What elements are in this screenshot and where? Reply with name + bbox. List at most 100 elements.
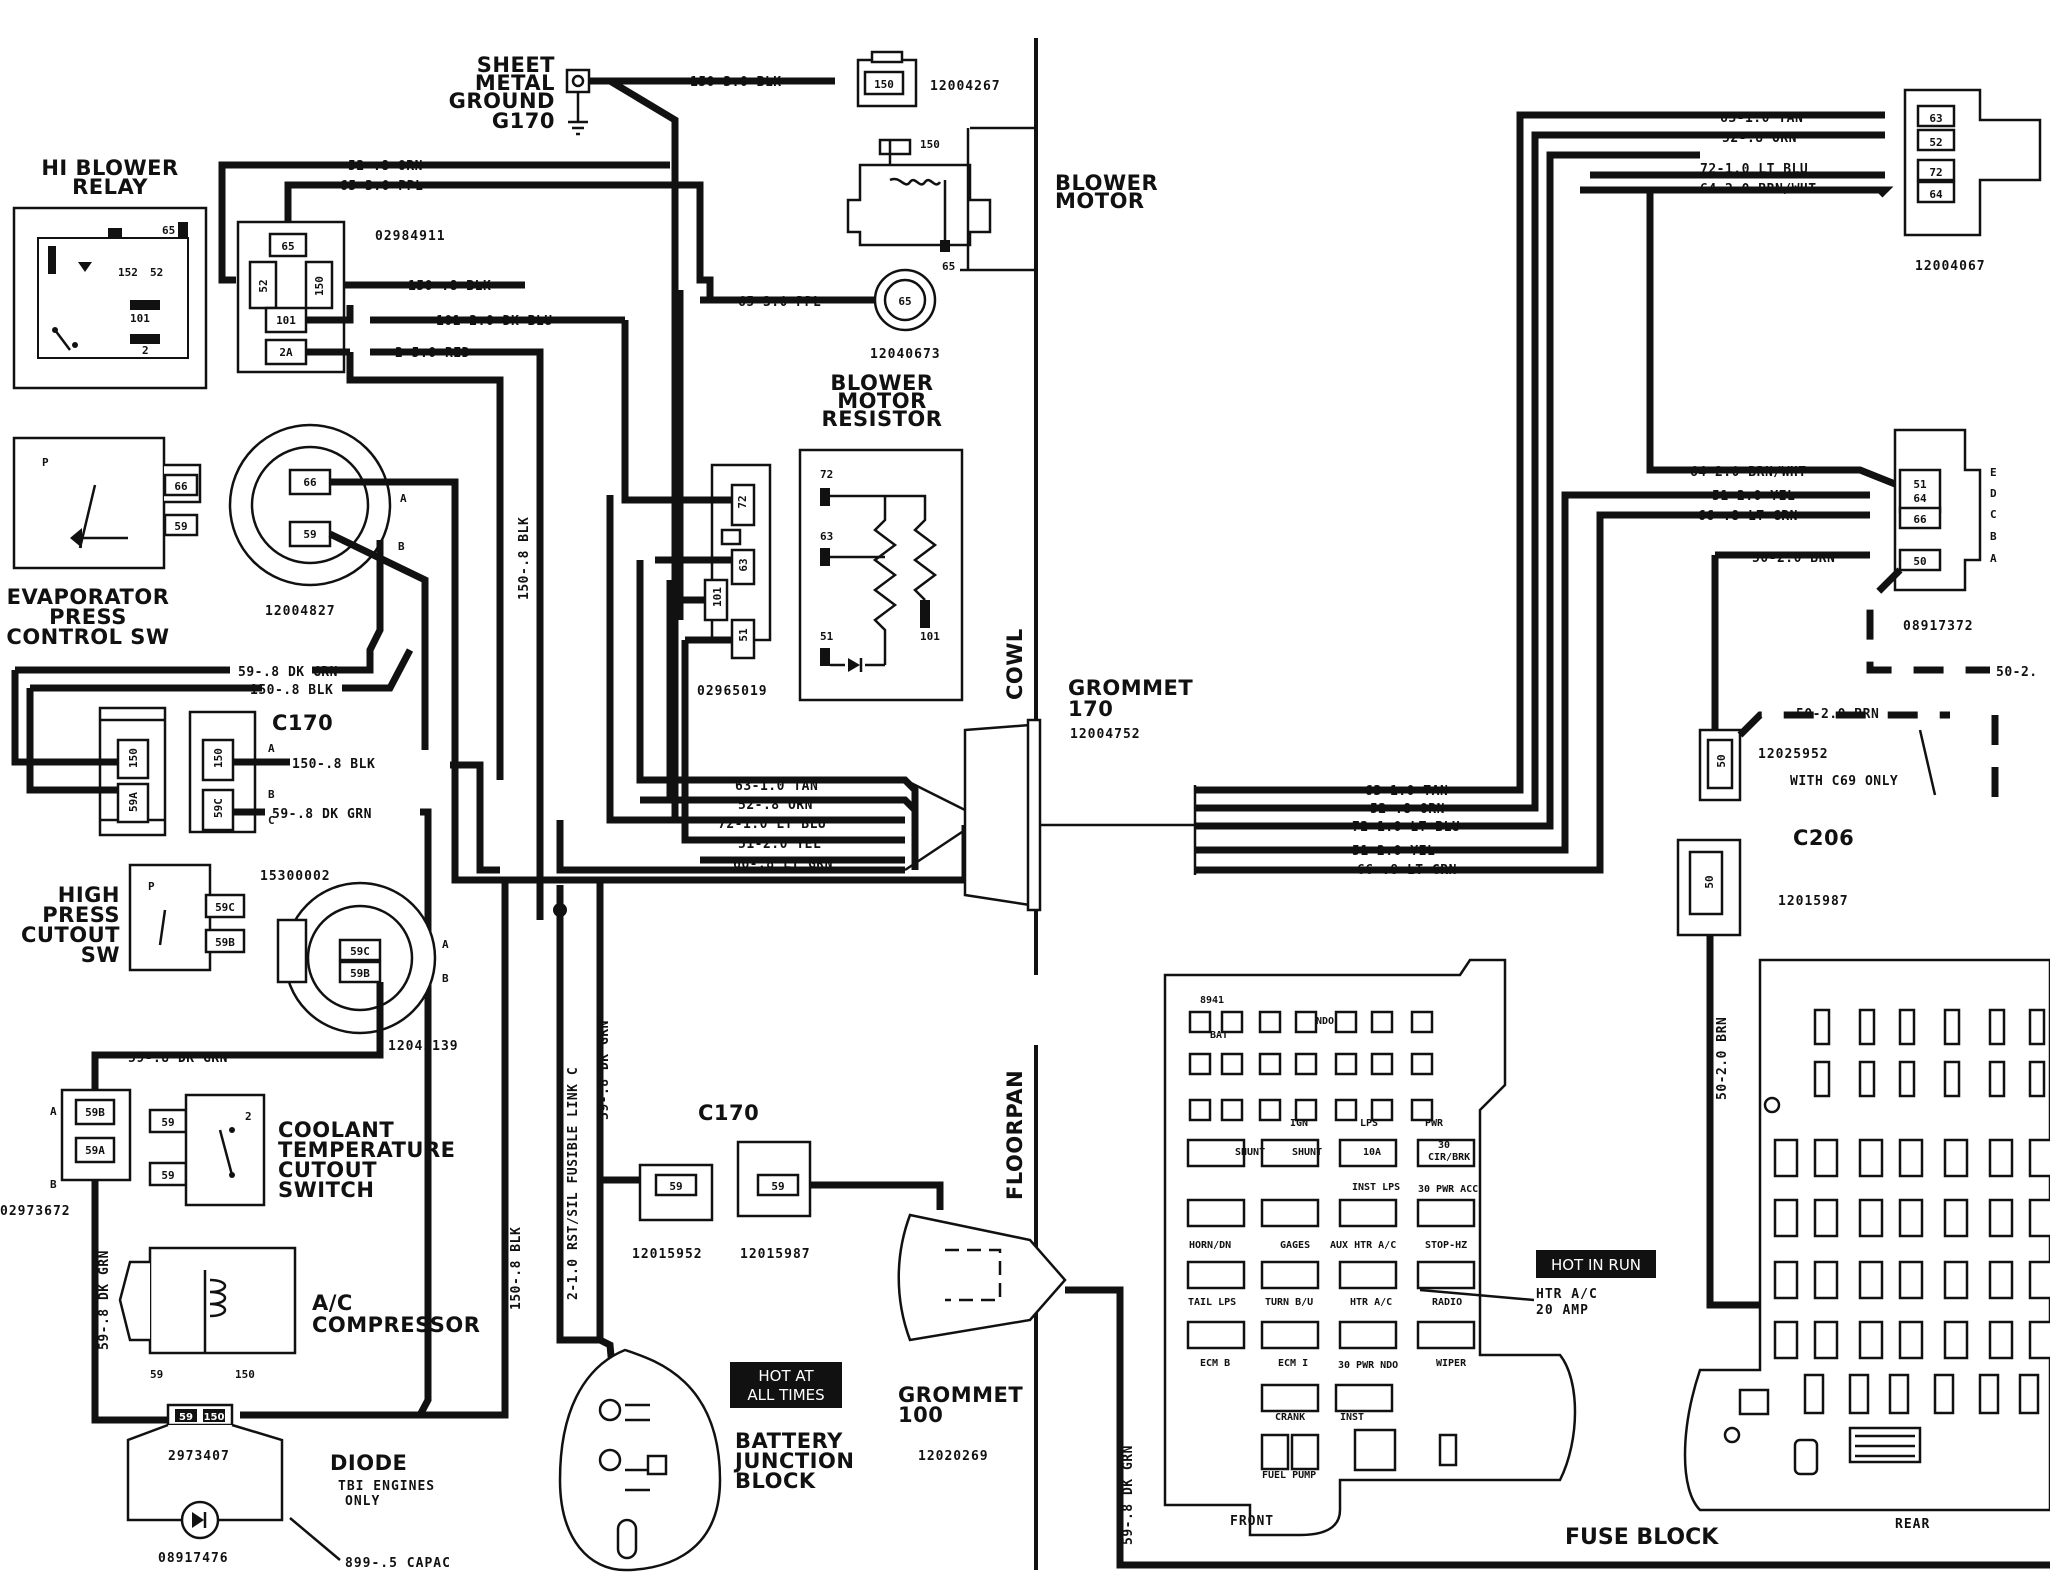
svg-text:PRESS: PRESS	[42, 903, 120, 927]
fuse-grid	[1186, 1010, 1476, 1472]
rear-fuse-terminal	[1803, 1373, 1825, 1415]
rear-fuse-terminal	[1898, 1198, 1924, 1238]
fuse-slot	[1258, 1052, 1282, 1076]
rear-fuse-terminal	[1943, 1008, 1961, 1046]
rear-fuse-terminal	[1813, 1138, 1839, 1178]
svg-text:63: 63	[820, 530, 833, 543]
svg-text:8941: 8941	[1200, 995, 1224, 1006]
connector-c170-lower: C170 59 59 12015952 12015987	[632, 1101, 812, 1262]
svg-text:52-.8 ORN: 52-.8 ORN	[738, 798, 813, 813]
svg-text:63-1.0 TAN: 63-1.0 TAN	[735, 779, 818, 794]
svg-text:50: 50	[1715, 754, 1728, 767]
svg-text:BATTERY: BATTERY	[735, 1429, 843, 1453]
svg-text:ECM B: ECM B	[1200, 1358, 1230, 1369]
svg-text:59B: 59B	[215, 936, 235, 949]
svg-text:D: D	[1990, 487, 1997, 500]
svg-text:TBI ENGINES: TBI ENGINES	[338, 1479, 435, 1494]
svg-text:SWITCH: SWITCH	[278, 1178, 374, 1202]
svg-text:101: 101	[920, 630, 940, 643]
fuse-slot	[1220, 1052, 1244, 1076]
svg-text:150: 150	[874, 78, 894, 91]
rear-fuse-terminal	[1773, 1138, 1799, 1178]
svg-text:30 PWR ACC: 30 PWR ACC	[1418, 1184, 1478, 1195]
svg-text:59: 59	[669, 1180, 682, 1193]
connector-c206: C206 50 12015987	[1676, 826, 1854, 937]
svg-text:59A: 59A	[85, 1144, 105, 1157]
part-number: 02965019	[697, 684, 768, 699]
svg-text:P: P	[42, 456, 49, 469]
svg-text:59B: 59B	[85, 1106, 105, 1119]
fuse-slot	[1294, 1052, 1318, 1076]
rear-fuse-terminal	[1978, 1373, 2000, 1415]
svg-text:150: 150	[313, 276, 326, 296]
svg-text:30: 30	[1438, 1140, 1450, 1151]
svg-text:REAR: REAR	[1895, 1517, 1930, 1532]
part-number: 12004827	[265, 604, 336, 619]
svg-text:2: 2	[142, 344, 149, 357]
rear-fuse-terminal	[1988, 1320, 2014, 1360]
rear-fuse-terminal	[2018, 1373, 2040, 1415]
svg-text:PWR: PWR	[1425, 1118, 1444, 1129]
svg-text:G170: G170	[492, 109, 555, 133]
ground-terminal-icon	[565, 68, 591, 94]
svg-text:152: 152	[118, 266, 138, 279]
wire-2-red	[306, 348, 544, 920]
svg-text:IGN: IGN	[1290, 1118, 1308, 1129]
diode-icon	[192, 1512, 204, 1528]
svg-text:72-1.0 LT BLU: 72-1.0 LT BLU	[718, 817, 826, 832]
svg-text:MOTOR: MOTOR	[837, 389, 927, 413]
connector-02984911: 65 52 150 101 2A 02984911	[236, 220, 445, 374]
fuse	[1260, 1198, 1320, 1228]
fuse-block-title: FUSE BLOCK	[1565, 1525, 1719, 1550]
cowl-label: COWL	[1003, 628, 1027, 700]
svg-text:59-.8 DK GRN: 59-.8 DK GRN	[128, 1051, 228, 1066]
svg-text:59C: 59C	[350, 945, 370, 958]
rear-fuse-terminal	[1898, 1138, 1924, 1178]
part-number: 08917372	[1903, 619, 1974, 634]
connector-12004267: 150 12004267	[856, 50, 1000, 108]
part-number: 12040673	[870, 347, 941, 362]
rear-fuse-terminal	[1858, 1060, 1876, 1098]
fuse	[1416, 1320, 1476, 1350]
harness-right	[1193, 111, 1740, 875]
rear-fuse-terminal	[1858, 1138, 1884, 1178]
svg-text:66: 66	[174, 480, 188, 493]
svg-text:72: 72	[1929, 166, 1942, 179]
svg-text:HI BLOWER: HI BLOWER	[41, 156, 178, 180]
fuse	[1416, 1138, 1476, 1168]
fuse	[1338, 1138, 1398, 1168]
relay-diode-icon	[78, 262, 92, 272]
svg-text:2: 2	[245, 1110, 252, 1123]
svg-text:51: 51	[737, 628, 750, 642]
svg-text:HTR A/C: HTR A/C	[1536, 1287, 1598, 1302]
connector-12040673: 65 12040673	[870, 268, 941, 362]
svg-text:59-.8 DK GRN: 59-.8 DK GRN	[1121, 1445, 1136, 1545]
rear-fuse-terminal	[1898, 1060, 1916, 1098]
svg-text:51-2.0 YEL: 51-2.0 YEL	[1352, 844, 1435, 859]
svg-text:P: P	[148, 880, 155, 893]
part-number: 08917476	[158, 1551, 229, 1566]
svg-text:CUTOUT: CUTOUT	[21, 923, 120, 947]
svg-text:TAIL LPS: TAIL LPS	[1188, 1297, 1236, 1308]
part-number: 12020269	[918, 1449, 989, 1464]
rear-fuse-terminal	[1988, 1138, 2014, 1178]
motor-coil-icon	[889, 177, 942, 186]
part-number: 15300002	[260, 869, 331, 884]
rear-fuse-terminal	[1988, 1260, 2014, 1300]
svg-text:HOT AT: HOT AT	[758, 1367, 814, 1385]
svg-text:30 PWR NDO: 30 PWR NDO	[1338, 1360, 1398, 1371]
rear-fuse-terminal	[1943, 1198, 1969, 1238]
rear-fuse-terminal	[1988, 1060, 2006, 1098]
part-number: 12025952	[1758, 747, 1829, 762]
svg-text:51-2.0 YEL: 51-2.0 YEL	[738, 837, 821, 852]
hot-in-run-badge: HOT IN RUN HTR A/C 20 AMP	[1419, 1250, 1656, 1318]
fuse-slot	[1220, 1098, 1244, 1122]
rear-fuse-terminal	[1813, 1198, 1839, 1238]
part-number: 02973672	[0, 1204, 71, 1219]
svg-text:50-2.0 BRN: 50-2.0 BRN	[1715, 1017, 1730, 1100]
rear-fuse-terminal	[1813, 1060, 1831, 1098]
battery-junction-block: BATTERY JUNCTION BLOCK	[558, 1348, 854, 1572]
svg-text:WIPER: WIPER	[1436, 1358, 1467, 1369]
svg-text:51: 51	[1913, 478, 1927, 491]
svg-text:100: 100	[898, 1403, 943, 1427]
